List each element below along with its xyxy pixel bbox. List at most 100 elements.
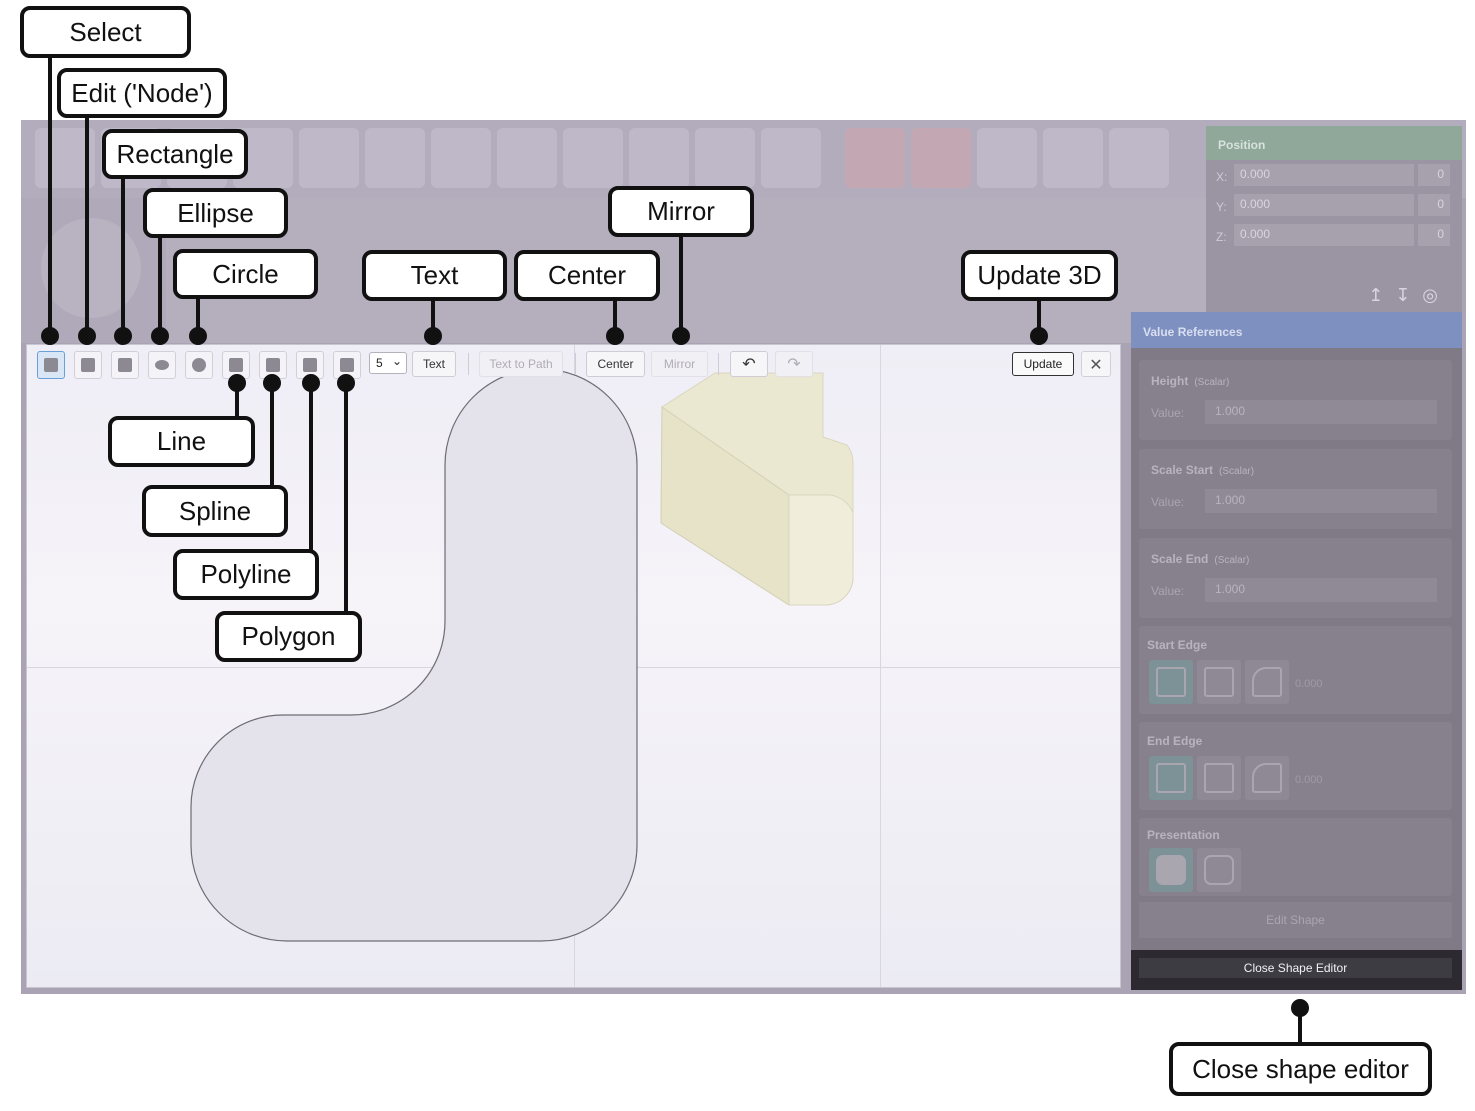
app-window: Position X: 0.000 0 Y: 0.000 0 Z: 0.000 … bbox=[21, 120, 1466, 994]
presentation-outline-button[interactable] bbox=[1197, 848, 1241, 892]
scale-start-type: (Scalar) bbox=[1219, 466, 1255, 477]
scale-start-value-input[interactable]: 1.000 bbox=[1205, 489, 1437, 513]
toolbar-tool-icon[interactable] bbox=[563, 128, 623, 188]
toolbar-divider bbox=[718, 353, 719, 375]
ellipse-tool-button[interactable] bbox=[148, 351, 176, 379]
end-edge-chamfer-button[interactable] bbox=[1197, 756, 1241, 800]
rectangle-tool-button[interactable] bbox=[111, 351, 139, 379]
leader-dot bbox=[302, 374, 320, 392]
edit-shape-button[interactable]: Edit Shape bbox=[1139, 902, 1452, 938]
fillet-edge-icon bbox=[1252, 763, 1282, 793]
toolbar-tool-icon[interactable] bbox=[1109, 128, 1169, 188]
chevron-down-icon: ⌄ bbox=[391, 354, 402, 368]
height-type: (Scalar) bbox=[1194, 377, 1230, 388]
leader-dot bbox=[189, 327, 207, 345]
end-edge-value[interactable]: 0.000 bbox=[1295, 774, 1323, 786]
toolbar-divider bbox=[575, 353, 576, 375]
start-edge-chamfer-button[interactable] bbox=[1197, 660, 1241, 704]
position-z-row: Z: 0.000 0 bbox=[1206, 220, 1462, 250]
circle-tool-button[interactable] bbox=[185, 351, 213, 379]
toolbar-divider bbox=[468, 353, 469, 375]
callout-close-shape-editor: Close shape editor bbox=[1169, 1042, 1432, 1096]
move-down-icon[interactable]: ↧ bbox=[1395, 285, 1423, 306]
callout-update-3d: Update 3D bbox=[961, 250, 1118, 301]
close-editor-button[interactable]: ✕ bbox=[1081, 351, 1111, 377]
start-edge-square-button[interactable] bbox=[1149, 660, 1193, 704]
square-edge-icon bbox=[1156, 667, 1186, 697]
start-edge-card: Start Edge 0.000 bbox=[1139, 626, 1452, 714]
chamfer-edge-icon bbox=[1204, 763, 1234, 793]
callout-polyline: Polyline bbox=[173, 549, 319, 600]
position-y-secondary[interactable]: 0 bbox=[1418, 194, 1450, 216]
position-y-label: Y: bbox=[1216, 200, 1227, 214]
toolbar-tool-icon[interactable] bbox=[299, 128, 359, 188]
text-to-path-button[interactable]: Text to Path bbox=[479, 351, 563, 377]
polygon-icon bbox=[340, 358, 354, 372]
move-up-icon[interactable]: ↥ bbox=[1368, 285, 1396, 306]
text-button[interactable]: Text bbox=[412, 351, 456, 377]
chamfer-edge-icon bbox=[1204, 667, 1234, 697]
height-title: Height (Scalar) bbox=[1151, 374, 1229, 388]
redo-button[interactable]: ↷ bbox=[775, 351, 813, 377]
undo-button[interactable]: ↶ bbox=[730, 351, 768, 377]
scale-end-type: (Scalar) bbox=[1214, 555, 1250, 566]
update-3d-button[interactable]: Update bbox=[1012, 352, 1074, 376]
sketch-canvas[interactable] bbox=[27, 345, 1121, 988]
grid-line bbox=[880, 345, 881, 987]
toolbar-tool-icon[interactable] bbox=[977, 128, 1037, 188]
mirror-button[interactable]: Mirror bbox=[651, 351, 708, 377]
polygon-sides-select[interactable]: 5 ⌄ bbox=[369, 352, 407, 374]
height-label: Height bbox=[1151, 374, 1189, 388]
toolbar-tool-icon[interactable] bbox=[629, 128, 689, 188]
toolbar-tool-icon[interactable] bbox=[1043, 128, 1103, 188]
leader-dot bbox=[263, 374, 281, 392]
edit-node-icon bbox=[81, 358, 95, 372]
toolbar-tool-icon[interactable] bbox=[431, 128, 491, 188]
fillet-edge-icon bbox=[1252, 667, 1282, 697]
scale-end-value-input[interactable]: 1.000 bbox=[1205, 578, 1437, 602]
end-edge-fillet-button[interactable] bbox=[1245, 756, 1289, 800]
toolbar-tool-icon[interactable] bbox=[911, 128, 971, 188]
position-x-secondary[interactable]: 0 bbox=[1418, 164, 1450, 186]
scale-start-card: Scale Start(Scalar) Value: 1.000 bbox=[1139, 449, 1452, 529]
callout-edit-node: Edit ('Node') bbox=[57, 68, 227, 118]
end-edge-square-button[interactable] bbox=[1149, 756, 1193, 800]
callout-rectangle: Rectangle bbox=[102, 129, 248, 179]
scale-start-value-label: Value: bbox=[1151, 495, 1185, 509]
edit-node-tool-button[interactable] bbox=[74, 351, 102, 379]
square-edge-icon bbox=[1156, 763, 1186, 793]
callout-select: Select bbox=[20, 6, 191, 58]
toolbar-tool-icon[interactable] bbox=[845, 128, 905, 188]
leader-dot bbox=[114, 327, 132, 345]
presentation-solid-button[interactable] bbox=[1149, 848, 1193, 892]
start-edge-fillet-button[interactable] bbox=[1245, 660, 1289, 704]
polygon-sides-value: 5 bbox=[376, 356, 383, 370]
leader-dot bbox=[78, 327, 96, 345]
position-x-input[interactable]: 0.000 bbox=[1234, 164, 1414, 186]
toolbar-tool-icon[interactable] bbox=[695, 128, 755, 188]
position-y-input[interactable]: 0.000 bbox=[1234, 194, 1414, 216]
view-gizmo-area bbox=[21, 198, 166, 343]
toolbar-tool-icon[interactable] bbox=[761, 128, 821, 188]
callout-circle: Circle bbox=[173, 249, 318, 299]
close-shape-editor-button[interactable]: Close Shape Editor bbox=[1139, 958, 1452, 978]
end-edge-card: End Edge 0.000 bbox=[1139, 722, 1452, 810]
toolbar-tool-icon[interactable] bbox=[365, 128, 425, 188]
position-z-secondary[interactable]: 0 bbox=[1418, 224, 1450, 246]
solid-presentation-icon bbox=[1156, 855, 1186, 885]
center-button[interactable]: Center bbox=[586, 351, 645, 377]
leader-dot bbox=[1291, 999, 1309, 1017]
start-edge-value[interactable]: 0.000 bbox=[1295, 678, 1323, 690]
close-icon: ✕ bbox=[1089, 354, 1103, 374]
scale-end-value-label: Value: bbox=[1151, 584, 1185, 598]
presentation-card: Presentation bbox=[1139, 818, 1452, 896]
value-references-title: Value References bbox=[1131, 312, 1462, 348]
select-tool-button[interactable] bbox=[37, 351, 65, 379]
height-value-input[interactable]: 1.000 bbox=[1205, 400, 1437, 424]
callout-center: Center bbox=[514, 250, 660, 301]
position-z-input[interactable]: 0.000 bbox=[1234, 224, 1414, 246]
target-icon[interactable]: ◎ bbox=[1422, 285, 1450, 306]
position-x-row: X: 0.000 0 bbox=[1206, 160, 1462, 190]
toolbar-tool-icon[interactable] bbox=[497, 128, 557, 188]
